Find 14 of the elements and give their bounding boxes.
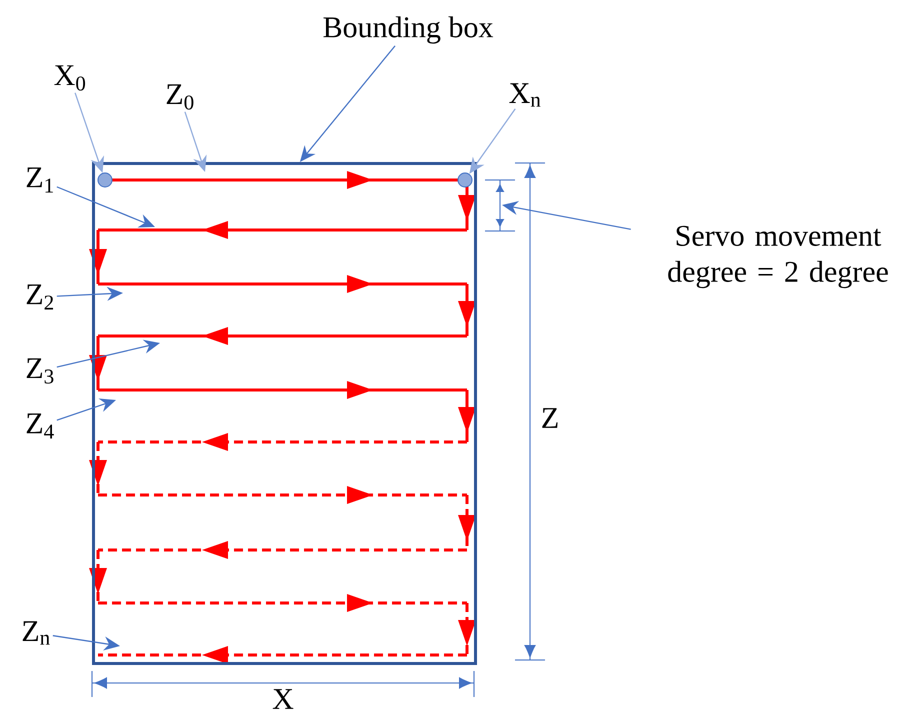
callout-label: Z$_{0}$	[166, 84, 194, 110]
callout-label: Z$_{3}$	[26, 358, 54, 384]
callout-label: Servo movement degree = 2 degree	[668, 226, 888, 288]
callout-label: Z$_{n}$	[22, 621, 50, 645]
callout-label: X$_{0}$	[54, 65, 86, 91]
callout-label: Bounding box	[323, 16, 494, 44]
callout-label: Z$_{1}$	[26, 168, 53, 192]
dimension-label: X	[272, 689, 294, 709]
point-marker	[458, 172, 472, 188]
callout-label: Z$_{2}$	[26, 284, 54, 310]
dimension-label: Z	[542, 408, 558, 428]
callout-label: X$_{n}$	[509, 83, 541, 107]
point-marker	[98, 172, 112, 188]
callout-label: Z$_{4}$	[26, 414, 54, 438]
